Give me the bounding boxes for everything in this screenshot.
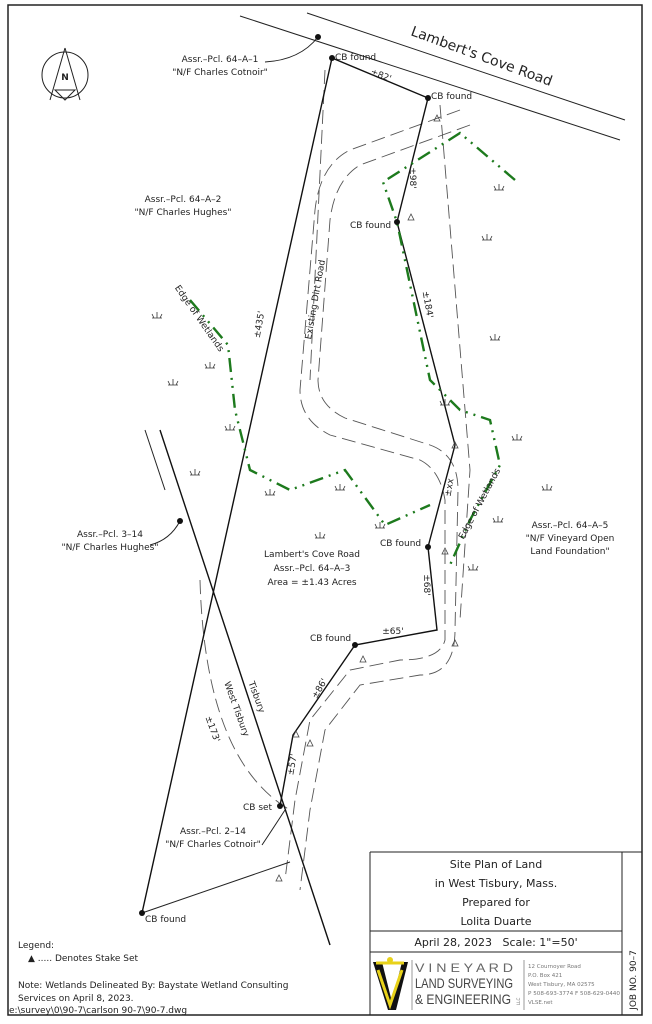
wetlands-edge bbox=[381, 131, 516, 566]
dim-68: ±68' bbox=[421, 574, 431, 595]
parcel-64a3-label: Assr.–Pcl. 64–A–3 bbox=[274, 564, 351, 574]
company-name-2: LAND SURVEYING bbox=[415, 975, 513, 991]
dim-82: ±82' bbox=[369, 68, 393, 85]
cb-found-label: CB found bbox=[335, 53, 376, 63]
legend-title: Legend: bbox=[18, 941, 54, 951]
dim-57: ±57' bbox=[286, 753, 300, 776]
parcel-64a2-label: Assr.–Pcl. 64–A–2 bbox=[145, 195, 222, 205]
parcel-64a1-label: Assr.–Pcl. 64–A–1 bbox=[182, 55, 259, 65]
north-arrow-icon: N bbox=[41, 47, 89, 101]
sheet-border bbox=[7, 4, 643, 1016]
property-boundary bbox=[141, 57, 456, 914]
dirt-road bbox=[284, 109, 461, 881]
wetlands-edge bbox=[189, 299, 431, 527]
company-name-1: V I N E Y A R D bbox=[415, 961, 513, 975]
parcel-64a1-owner: "N/F Charles Cotnoir" bbox=[172, 68, 268, 78]
easement bbox=[199, 69, 471, 811]
dim-86: ±86' bbox=[311, 677, 330, 701]
parcel-64a5-label: Assr.–Pcl. 64–A–5 bbox=[532, 521, 609, 531]
parcel-64a3-area: Area = ±1.43 Acres bbox=[267, 578, 356, 588]
road-edge bbox=[306, 12, 626, 121]
title-line4: Lolita Duarte bbox=[460, 915, 531, 928]
monument bbox=[315, 34, 321, 40]
dim-98: ±98' bbox=[407, 167, 417, 188]
file-path: e:\survey\0\90-7\carlson 90-7\90-7.dwg bbox=[9, 1006, 187, 1016]
title-block: Site Plan of Land in West Tisbury, Mass.… bbox=[369, 851, 642, 1015]
cb-markers bbox=[139, 55, 431, 916]
cb-set-label: CB set bbox=[243, 803, 273, 813]
parcel-214-owner: "N/F Charles Cotnoir" bbox=[165, 840, 261, 850]
parcel-64a2-owner: "N/F Charles Hughes" bbox=[135, 208, 232, 218]
road-label: Lambert's Cove Road bbox=[409, 24, 555, 90]
title-line3: Prepared for bbox=[462, 896, 530, 909]
monument bbox=[177, 518, 183, 524]
title-line1: Site Plan of Land bbox=[450, 858, 542, 871]
cb-found-label: CB found bbox=[431, 92, 472, 102]
dirt-road bbox=[299, 124, 471, 891]
svg-text:N: N bbox=[61, 73, 69, 83]
company-logo bbox=[373, 957, 408, 1010]
parcel-214-label: Assr.–Pcl. 2–14 bbox=[180, 827, 246, 837]
cb-found-label: CB found bbox=[350, 221, 391, 231]
parcel-64a3-road: Lambert's Cove Road bbox=[264, 550, 360, 560]
cb-found-label: CB found bbox=[380, 539, 421, 549]
dim-184: ±184' bbox=[420, 290, 435, 319]
legend-stake: ▲ ..... Denotes Stake Set bbox=[28, 954, 139, 964]
leader bbox=[261, 809, 286, 846]
marsh-icons bbox=[151, 184, 553, 571]
wetlands-label: Edge of Wetlands bbox=[172, 284, 225, 354]
lot-line bbox=[141, 861, 291, 914]
town-line bbox=[159, 429, 331, 946]
company-address: P.O. Box 421 bbox=[528, 973, 562, 979]
parcel-64a5-owner: "N/F Vineyard Open bbox=[526, 534, 615, 544]
company-address: West Tisbury, MA 02575 bbox=[528, 982, 595, 988]
cb-found-label: CB found bbox=[145, 915, 186, 925]
stake-icons bbox=[275, 114, 459, 882]
company-llc: LLC bbox=[516, 998, 521, 1005]
company-address: 12 Cournoyer Road bbox=[528, 964, 581, 970]
cb-found-label: CB found bbox=[310, 634, 351, 644]
company-phone: P 508-693-3774 F 508-629-0440 bbox=[528, 991, 621, 997]
leader bbox=[149, 520, 181, 546]
parcel-314-owner: "N/F Charles Hughes" bbox=[62, 543, 159, 553]
road-edge bbox=[239, 15, 621, 141]
company-name-3: & ENGINEERING bbox=[415, 991, 511, 1007]
town-line bbox=[144, 429, 166, 491]
note-line2: Services on April 8, 2023. bbox=[18, 994, 134, 1004]
note-line1: Note: Wetlands Delineated By: Baystate W… bbox=[18, 981, 288, 991]
date-scale: April 28, 2023 Scale: 1"=50' bbox=[414, 936, 577, 949]
dim-65: ±65' bbox=[382, 627, 403, 637]
dim-435: ±435' bbox=[253, 310, 268, 339]
parcel-314-label: Assr.–Pcl. 3–14 bbox=[77, 530, 143, 540]
title-line2: in West Tisbury, Mass. bbox=[435, 877, 557, 890]
leader bbox=[264, 36, 319, 63]
wetlands-label: Edge of Wetlands bbox=[457, 467, 503, 541]
company-website: VLSE.net bbox=[528, 1000, 553, 1006]
dim-173: ±173' bbox=[203, 715, 222, 744]
parcel-64a5-owner-cont: Land Foundation" bbox=[530, 547, 609, 557]
job-number: JOB NO. 90–7 bbox=[629, 950, 639, 1011]
dim-xx: ±xx bbox=[444, 477, 457, 497]
